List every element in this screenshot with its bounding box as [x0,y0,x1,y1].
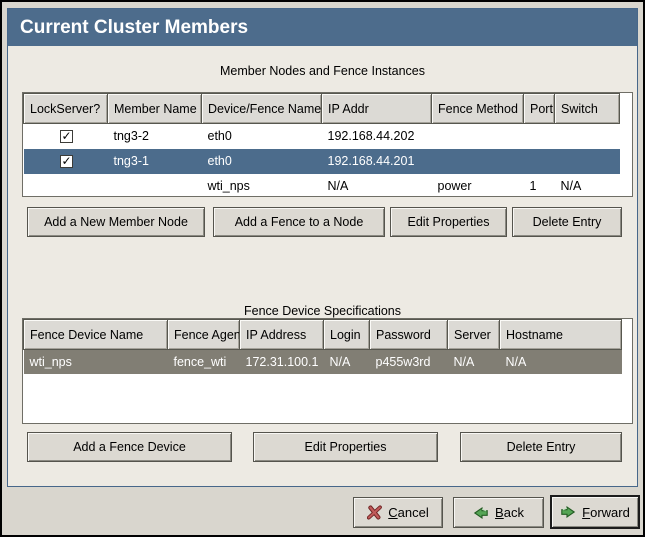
add-member-node-button[interactable]: Add a New Member Node [27,207,205,237]
fence-table-caption: Fence Device Specifications [243,304,402,318]
col-fence-device-name[interactable]: Fence Device Name [23,319,168,350]
cell-lockserver [24,174,108,197]
cell-fence-agent: fence_wti [167,349,240,374]
col-hostname[interactable]: Hostname [499,319,622,350]
cancel-x-icon [367,505,383,520]
cell-device-fence-name: eth0 [201,148,322,174]
arrow-left-icon [473,505,489,521]
col-ip-address[interactable]: IP Address [239,319,324,350]
fence-button-row: Add a Fence Device Edit Properties Delet… [27,432,622,462]
members-table: LockServer? Member Name Device/Fence Nam… [22,92,633,197]
cell-switch [554,148,620,174]
col-member-name[interactable]: Member Name [107,93,202,124]
cell-ip-address: 172.31.100.1 [239,349,324,374]
back-label: Back [495,505,524,520]
add-fence-to-node-button[interactable]: Add a Fence to a Node [213,207,385,237]
members-table-caption: Member Nodes and Fence Instances [220,64,425,78]
cell-filler [621,349,632,374]
delete-entry-button[interactable]: Delete Entry [512,207,622,237]
edit-properties-button[interactable]: Edit Properties [253,432,438,462]
page-title: Current Cluster Members [8,9,637,46]
col-fence-agent[interactable]: Fence Agent [167,319,240,350]
member-row-tng3-2[interactable]: ✓ tng3-2 eth0 192.168.44.202 [24,124,633,149]
col-login[interactable]: Login [323,319,370,350]
add-fence-device-button[interactable]: Add a Fence Device [27,432,232,462]
cell-port: 1 [529,179,537,193]
col-port[interactable]: Port [523,93,555,124]
cell-password: p455w3rd [369,349,448,374]
lockserver-checkbox[interactable]: ✓ [60,154,73,169]
cell-fence-method [432,124,524,149]
cell-hostname: N/A [499,349,622,374]
cell-fence-method: power [437,179,472,193]
cell-fence-method [431,148,524,174]
cell-device-fence-name: eth0 [207,129,232,144]
col-filler [621,319,632,350]
content-panel: Current Cluster Members Member Nodes and… [7,8,638,487]
col-filler [619,93,632,124]
members-button-row: Add a New Member Node Add a Fence to a N… [27,207,622,237]
cell-port [523,148,555,174]
col-lockserver[interactable]: LockServer? [23,93,108,124]
members-header-row: LockServer? Member Name Device/Fence Nam… [23,93,632,124]
col-ip-addr[interactable]: IP Addr [321,93,432,124]
cell-fence-device-name: wti_nps [23,349,168,374]
cell-ip-addr: N/A [327,179,349,193]
col-device-fence-name[interactable]: Device/Fence Name [201,93,322,124]
cell-server: N/A [447,349,500,374]
cell-switch [555,124,620,149]
col-fence-method[interactable]: Fence Method [431,93,524,124]
delete-entry-button[interactable]: Delete Entry [460,432,622,462]
cell-ip-addr: 192.168.44.201 [321,148,432,174]
cell-member-name: tng3-1 [107,148,202,174]
cell-device-fence-name: wti_nps [207,179,250,193]
cell-lockserver: ✓ [23,148,108,174]
cell-filler [620,174,633,197]
cancel-label: Cancel [388,505,429,520]
cell-lockserver: ✓ [24,124,108,149]
col-password[interactable]: Password [369,319,448,350]
cell-filler [620,124,633,149]
fence-devices-table: Fence Device Name Fence Agent IP Address… [22,318,633,424]
col-server[interactable]: Server [447,319,500,350]
fence-device-row-wti-nps-selected[interactable]: wti_nps fence_wti 172.31.100.1 N/A p455w… [23,349,632,374]
check-icon: ✓ [61,154,72,169]
fence-instance-row-wti-nps[interactable]: wti_nps N/A power 1 N/A [24,174,633,197]
forward-button[interactable]: Forward [550,495,640,529]
col-switch[interactable]: Switch [554,93,620,124]
cell-ip-addr: 192.168.44.202 [327,129,415,144]
lockserver-checkbox[interactable]: ✓ [60,129,73,144]
edit-properties-button[interactable]: Edit Properties [390,207,507,237]
member-row-tng3-1-selected[interactable]: ✓ tng3-1 eth0 192.168.44.201 [23,148,632,174]
back-button[interactable]: Back [453,497,544,528]
cell-member-name: tng3-2 [113,129,149,144]
cell-member-name [108,174,202,197]
fence-header-row: Fence Device Name Fence Agent IP Address… [23,319,632,350]
cell-switch: N/A [560,179,582,193]
cell-port [524,124,555,149]
forward-label: Forward [582,504,630,520]
cell-filler [619,148,632,174]
cell-login: N/A [323,349,370,374]
arrow-right-icon [560,504,576,520]
check-icon: ✓ [61,129,72,144]
cancel-button[interactable]: Cancel [353,497,443,528]
